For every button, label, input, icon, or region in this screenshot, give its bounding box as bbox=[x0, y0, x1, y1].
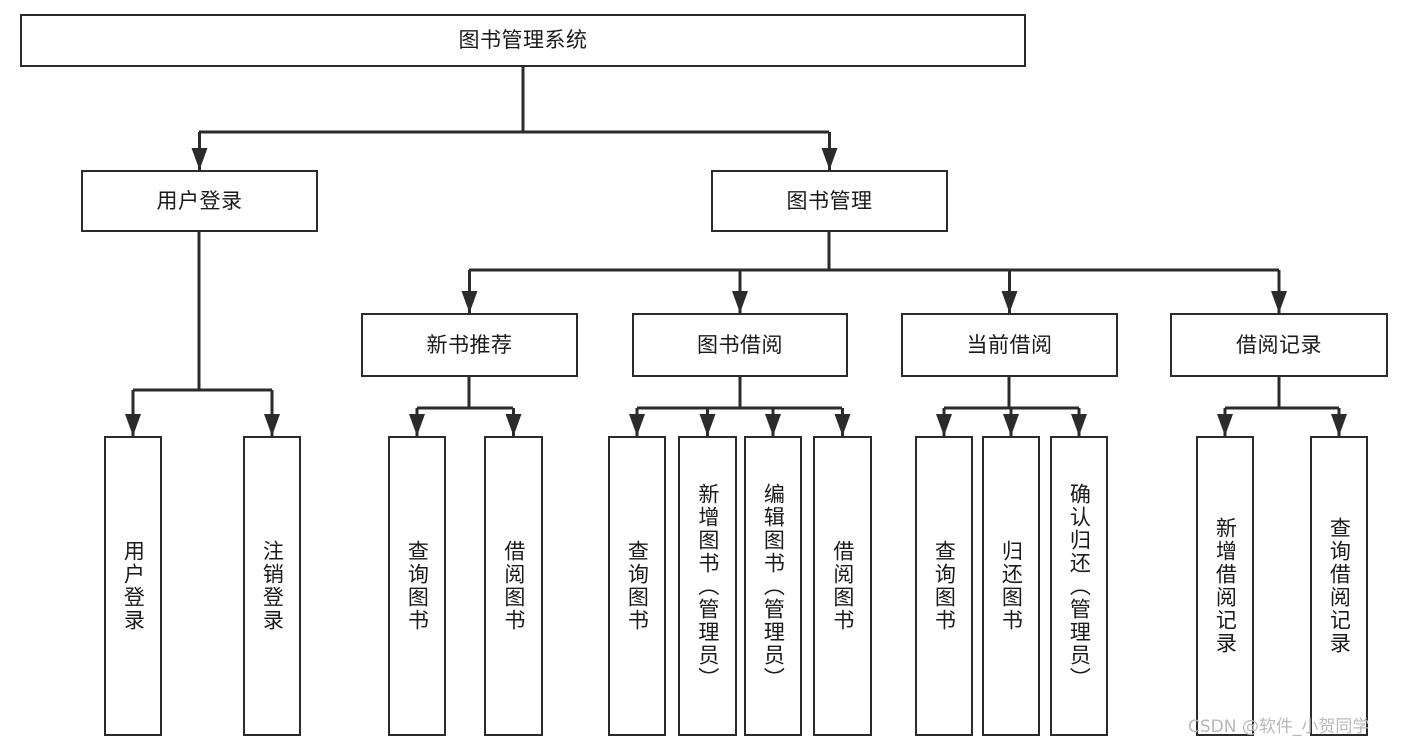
arrow-head-icon bbox=[409, 414, 425, 436]
leaf-record-query[interactable]: 查询借阅记录 bbox=[1310, 436, 1368, 736]
node-new-book-recommend[interactable]: 新书推荐 bbox=[361, 313, 578, 377]
leaf-current-confirm-return[interactable]: 确认归还（管理员） bbox=[1050, 436, 1108, 736]
leaf-borrow-edit-book[interactable]: 编辑图书（管理员） bbox=[744, 436, 802, 736]
leaf-current-return-book[interactable]: 归还图书 bbox=[982, 436, 1040, 736]
arrow-head-icon bbox=[936, 414, 952, 436]
leaf-borrow-add-book[interactable]: 新增图书（管理员） bbox=[678, 436, 737, 736]
arrow-head-icon bbox=[1001, 291, 1018, 313]
leaf-borrow-query-book-label: 查询图书 bbox=[625, 540, 650, 632]
node-current-borrow[interactable]: 当前借阅 bbox=[901, 313, 1118, 377]
leaf-user-login[interactable]: 用户登录 bbox=[104, 436, 162, 736]
arrow-head-icon bbox=[699, 414, 716, 436]
arrow-head-icon bbox=[732, 291, 748, 313]
leaf-user-logout[interactable]: 注销登录 bbox=[243, 436, 301, 736]
leaf-record-add[interactable]: 新增借阅记录 bbox=[1196, 436, 1254, 736]
leaf-borrow-borrow-book-label: 借阅图书 bbox=[830, 540, 855, 632]
node-book-borrow[interactable]: 图书借阅 bbox=[632, 313, 848, 377]
leaf-borrow-query-book[interactable]: 查询图书 bbox=[608, 436, 666, 736]
leaf-record-query-label: 查询借阅记录 bbox=[1327, 517, 1352, 655]
leaf-current-return-book-label: 归还图书 bbox=[999, 540, 1024, 632]
arrow-head-icon bbox=[505, 414, 522, 436]
node-book-management-label: 图书管理 bbox=[786, 188, 873, 213]
leaf-new-query-book-label: 查询图书 bbox=[405, 540, 430, 632]
leaf-borrow-add-book-label: 新增图书（管理员） bbox=[695, 482, 720, 690]
leaf-record-add-label: 新增借阅记录 bbox=[1213, 517, 1238, 655]
arrow-head-icon bbox=[1331, 414, 1347, 436]
arrow-head-icon bbox=[1217, 414, 1233, 436]
arrow-head-icon bbox=[765, 414, 781, 436]
node-new-book-recommend-label: 新书推荐 bbox=[426, 332, 513, 357]
arrow-head-icon bbox=[191, 148, 208, 170]
leaf-current-query-book[interactable]: 查询图书 bbox=[915, 436, 973, 736]
node-book-borrow-label: 图书借阅 bbox=[697, 332, 783, 357]
arrow-head-icon bbox=[1071, 414, 1087, 436]
arrow-head-icon bbox=[264, 414, 280, 436]
leaf-user-logout-label: 注销登录 bbox=[260, 540, 285, 632]
leaf-user-login-label: 用户登录 bbox=[121, 540, 146, 632]
leaf-borrow-edit-book-label: 编辑图书（管理员） bbox=[761, 482, 786, 690]
arrow-head-icon bbox=[1003, 414, 1019, 436]
leaf-new-query-book[interactable]: 查询图书 bbox=[388, 436, 446, 736]
node-user-login-label: 用户登录 bbox=[156, 188, 243, 213]
arrow-head-icon bbox=[1271, 291, 1287, 313]
leaf-current-query-book-label: 查询图书 bbox=[932, 540, 957, 632]
node-root[interactable]: 图书管理系统 bbox=[20, 14, 1026, 67]
leaf-borrow-borrow-book[interactable]: 借阅图书 bbox=[813, 436, 872, 736]
node-borrow-record[interactable]: 借阅记录 bbox=[1170, 313, 1388, 377]
arrow-head-icon bbox=[629, 414, 645, 436]
arrow-head-icon bbox=[125, 414, 141, 436]
arrow-head-icon bbox=[834, 414, 851, 436]
node-current-borrow-label: 当前借阅 bbox=[966, 332, 1053, 357]
leaf-current-confirm-return-label: 确认归还（管理员） bbox=[1067, 482, 1092, 690]
node-book-management[interactable]: 图书管理 bbox=[711, 170, 948, 232]
leaf-new-borrow-book-label: 借阅图书 bbox=[501, 540, 526, 632]
arrow-head-icon bbox=[821, 148, 838, 170]
node-root-label: 图书管理系统 bbox=[458, 28, 588, 53]
arrow-head-icon bbox=[461, 291, 478, 313]
node-borrow-record-label: 借阅记录 bbox=[1236, 332, 1322, 357]
node-user-login[interactable]: 用户登录 bbox=[81, 170, 318, 232]
leaf-new-borrow-book[interactable]: 借阅图书 bbox=[484, 436, 543, 736]
